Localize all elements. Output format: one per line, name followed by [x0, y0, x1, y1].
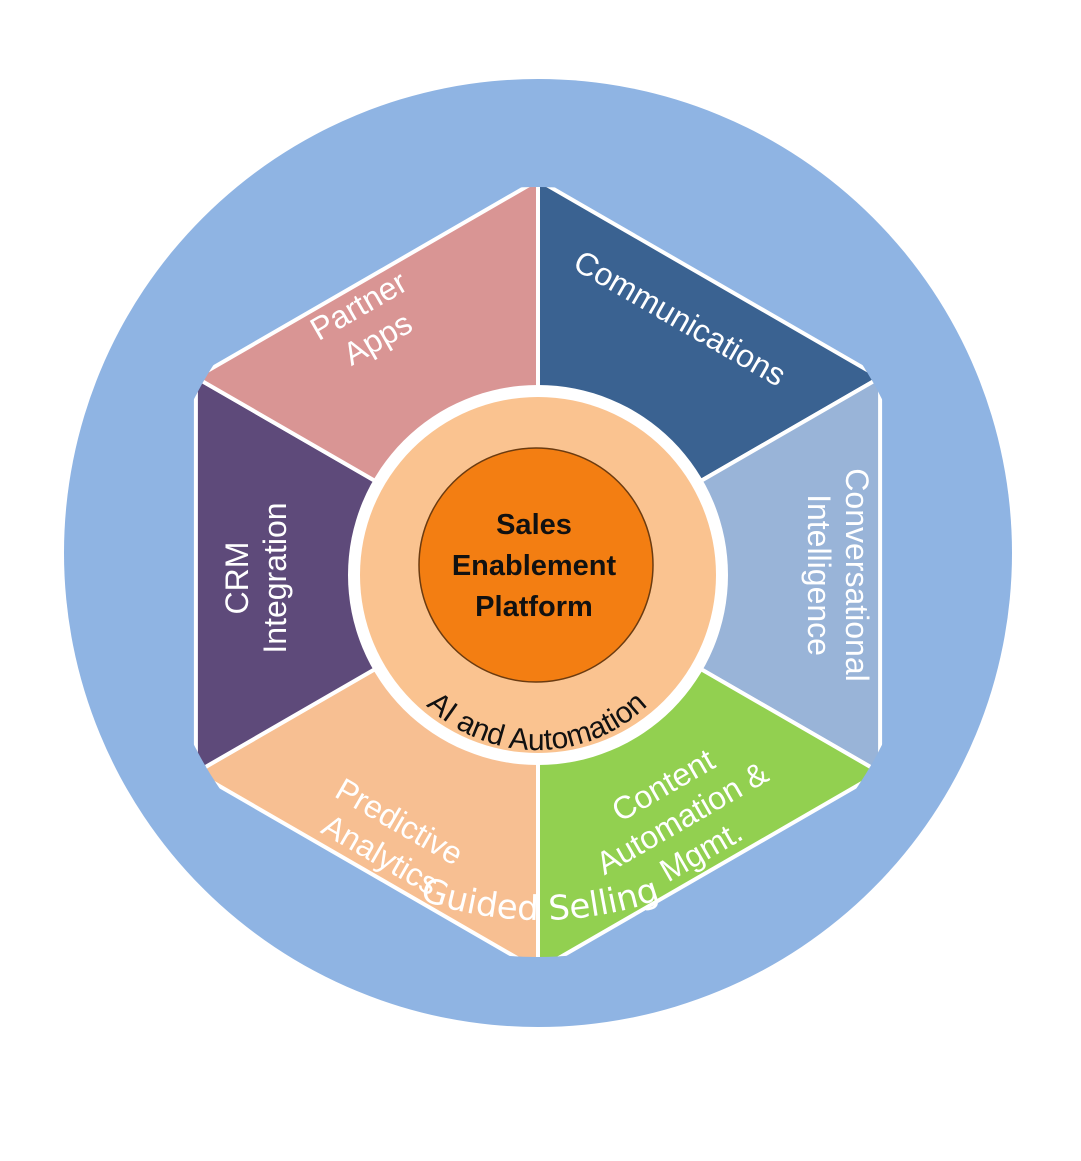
- segment-label-line: Integration: [257, 502, 293, 653]
- center-label-line: Enablement: [452, 550, 617, 582]
- center-label-line: Sales: [496, 509, 572, 541]
- center-label-line: Platform: [475, 591, 593, 623]
- segment-label-conversational-intelligence: ConversationalIntelligence: [801, 468, 875, 681]
- segment-label-line: Conversational: [839, 468, 875, 681]
- segment-label-line: CRM: [219, 542, 255, 615]
- center-circle: [418, 447, 654, 683]
- segment-label-crm-integration: CRMIntegration: [219, 502, 293, 653]
- segment-label-line: Intelligence: [801, 494, 837, 656]
